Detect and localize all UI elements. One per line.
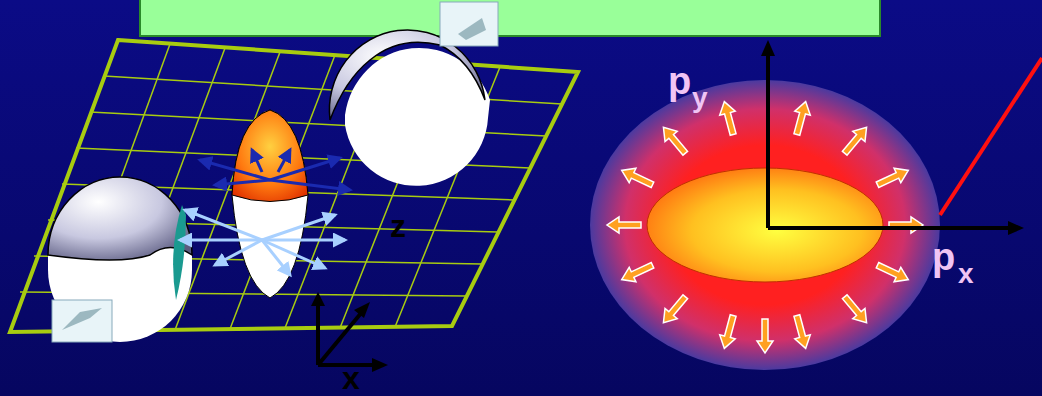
axis-label: z [390, 210, 406, 242]
momentum-axes [761, 40, 1024, 235]
axis-label: p [932, 238, 955, 276]
nucleus [329, 2, 498, 186]
overlap-ellipse [647, 168, 883, 282]
momentum-distribution [590, 80, 940, 370]
axis-label: x [342, 362, 360, 394]
axes [311, 292, 388, 372]
fireball [232, 110, 308, 298]
axis-subscript: x [958, 260, 974, 288]
axis-label: p [668, 62, 691, 100]
axis-subscript: y [692, 84, 708, 112]
nucleus [48, 177, 192, 342]
